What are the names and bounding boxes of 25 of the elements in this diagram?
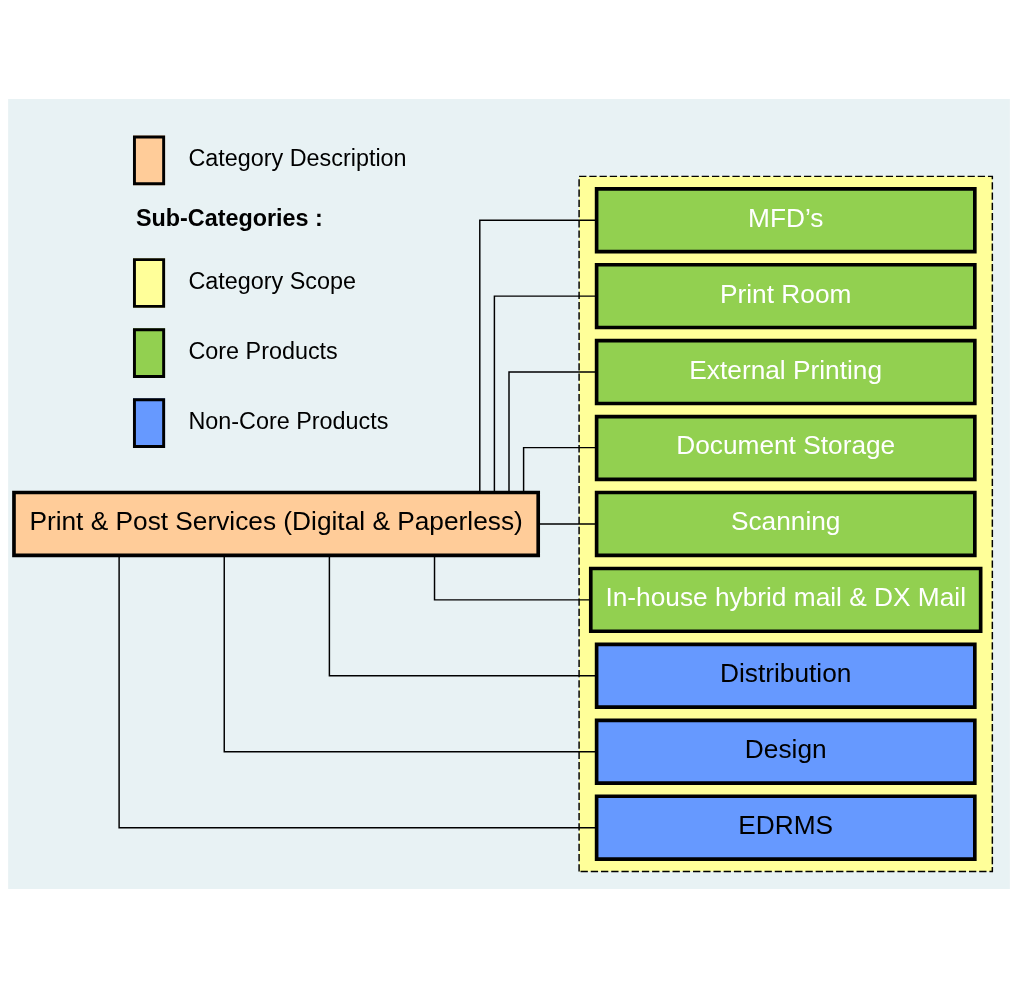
connector <box>537 523 597 525</box>
legend-label: Core Products <box>188 337 338 364</box>
connector <box>493 295 597 493</box>
node-box: Distribution <box>594 642 977 710</box>
connector <box>433 554 592 601</box>
node-box: External Printing <box>594 338 977 406</box>
node-box: MFD’s <box>594 187 977 254</box>
node-box: Print Room <box>594 262 977 330</box>
connector <box>508 371 598 494</box>
legend-label: Non-Core Products <box>188 407 389 434</box>
node-box: In-house hybrid mail & DX Mail <box>588 566 983 634</box>
node-box: Print & Post Services (Digital & Paperless) <box>12 490 541 558</box>
node-box: Design <box>594 718 977 785</box>
legend-label: Category Scope <box>188 267 356 294</box>
legend-label: Category Description <box>188 144 407 171</box>
node-box: EDRMS <box>594 794 977 861</box>
connector <box>522 446 597 494</box>
node-box: Document Storage <box>594 414 977 482</box>
connector <box>328 554 597 677</box>
connector <box>479 219 598 493</box>
connector <box>223 554 598 753</box>
connector <box>118 555 598 829</box>
node-box: Scanning <box>594 490 977 558</box>
cluster <box>578 175 994 873</box>
label: Sub-Categories : <box>135 204 323 231</box>
